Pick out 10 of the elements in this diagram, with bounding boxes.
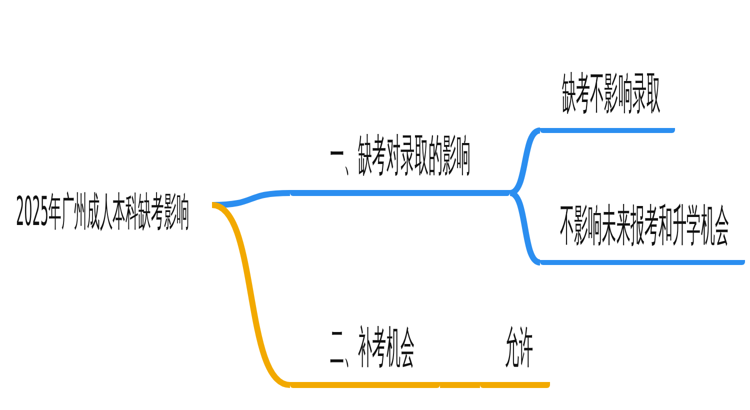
branch-label: 缺考不影响录取 (562, 72, 661, 116)
branch-connector (440, 382, 480, 388)
branch-label: 二、补考机会 (330, 326, 414, 370)
branch-connector (509, 128, 541, 196)
topic-label: 2025年广州成人本科缺考影响 (16, 192, 190, 232)
branch-label: 允许 (505, 326, 534, 370)
branch-connector (211, 202, 291, 388)
branch-label: 不影响未来报考和升学机会 (560, 204, 729, 248)
branch-connector (509, 190, 541, 266)
branch-label: 一、缺考对录取的影响 (330, 134, 471, 178)
